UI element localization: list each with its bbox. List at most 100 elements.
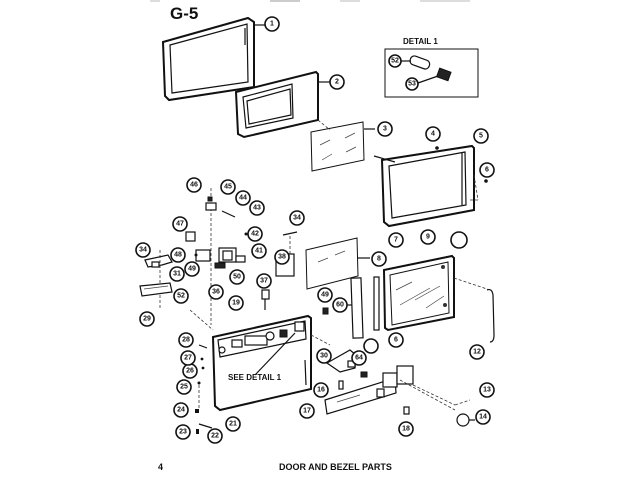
callout-26: 26 <box>182 363 198 379</box>
svg-text:5: 5 <box>479 133 483 140</box>
callout-34b: 34 <box>289 210 305 226</box>
svg-text:36: 36 <box>212 289 220 296</box>
callout-25: 25 <box>176 379 192 395</box>
svg-text:60: 60 <box>336 302 344 309</box>
section-code: G-5 <box>170 4 198 23</box>
part-small-fasteners <box>195 344 213 434</box>
callout-34a: 34 <box>135 242 151 258</box>
svg-text:16: 16 <box>317 387 325 394</box>
page-number: 4 <box>158 462 163 472</box>
svg-text:1: 1 <box>270 21 274 28</box>
svg-text:24: 24 <box>177 407 185 414</box>
callout-6a: 6 <box>479 162 495 178</box>
part-door-handle <box>486 288 495 343</box>
part-control-panel <box>189 309 331 412</box>
callout-18: 18 <box>398 421 414 437</box>
svg-text:53: 53 <box>408 81 416 88</box>
part-small-screw <box>322 307 329 315</box>
callout-64 <box>363 338 379 354</box>
svg-text:64: 64 <box>355 355 363 362</box>
page-caption: DOOR AND BEZEL PARTS <box>279 462 392 472</box>
callout-31: 31 <box>169 266 185 282</box>
callout-14: 14 <box>475 409 491 425</box>
callout-48: 48 <box>170 247 186 263</box>
callout-1: 1 <box>264 16 280 32</box>
callout-43: 43 <box>249 200 265 216</box>
part-glass-panel <box>310 119 375 172</box>
see-detail-label: SEE DETAIL 1 <box>228 373 282 382</box>
part-switch-block <box>139 282 173 297</box>
detail-1-title: DETAIL 1 <box>403 37 438 46</box>
callout-24: 24 <box>173 402 189 418</box>
callout-42: 42 <box>247 226 263 242</box>
svg-text:50: 50 <box>233 274 241 281</box>
svg-text:13: 13 <box>483 387 491 394</box>
callout-detail-53: 53 <box>405 77 419 91</box>
callout-29: 29 <box>139 311 155 327</box>
callout-17: 17 <box>299 403 315 419</box>
callout-5: 5 <box>473 128 489 144</box>
detail-1-box: DETAIL 1 <box>384 37 479 98</box>
part-mounting-box <box>261 231 298 310</box>
callout-12: 12 <box>469 344 485 360</box>
part-door-panel-frame <box>373 144 488 228</box>
svg-text:9: 9 <box>426 234 430 241</box>
callout-23: 23 <box>175 424 191 440</box>
svg-text:45: 45 <box>224 184 232 191</box>
svg-text:25: 25 <box>180 384 188 391</box>
svg-text:29: 29 <box>143 316 151 323</box>
callout-44: 44 <box>235 190 251 206</box>
callout-41: 41 <box>251 243 267 259</box>
part-bottom-bezel <box>324 349 475 427</box>
svg-text:7: 7 <box>394 237 398 244</box>
svg-text:30: 30 <box>320 353 328 360</box>
svg-text:37: 37 <box>260 278 268 285</box>
svg-text:41: 41 <box>255 248 263 255</box>
callout-36: 36 <box>208 284 224 300</box>
callout-47: 47 <box>172 216 188 232</box>
svg-text:28: 28 <box>182 337 190 344</box>
callout-3: 3 <box>377 121 393 137</box>
part-door-frame-inner <box>234 70 330 139</box>
callout-46: 46 <box>186 177 202 193</box>
svg-text:27: 27 <box>184 355 192 362</box>
svg-text:3: 3 <box>383 126 387 133</box>
svg-text:44: 44 <box>239 195 247 202</box>
callout-8: 8 <box>371 251 387 267</box>
svg-text:4: 4 <box>431 131 435 138</box>
callout-27: 27 <box>180 350 196 366</box>
svg-text:52: 52 <box>177 293 185 300</box>
leader-line <box>417 75 439 84</box>
part-bracket <box>144 250 173 310</box>
callout-38: 38 <box>274 249 290 265</box>
svg-text:42: 42 <box>251 231 259 238</box>
callout-50: 50 <box>229 269 245 285</box>
svg-text:12: 12 <box>473 349 481 356</box>
callout-21: 21 <box>225 416 241 432</box>
callout-52: 52 <box>173 288 189 304</box>
svg-text:22: 22 <box>211 433 219 440</box>
svg-text:19: 19 <box>232 300 240 307</box>
part-door-window <box>382 254 491 332</box>
callout-4: 4 <box>425 126 441 142</box>
callout-13: 13 <box>479 382 495 398</box>
callout-9: 9 <box>420 229 436 245</box>
callout-2: 2 <box>329 74 345 90</box>
svg-text:43: 43 <box>253 205 261 212</box>
svg-text:14: 14 <box>479 414 487 421</box>
svg-text:38: 38 <box>278 254 286 261</box>
svg-text:31: 31 <box>173 271 181 278</box>
svg-text:6: 6 <box>485 167 489 174</box>
svg-text:34: 34 <box>139 247 147 254</box>
svg-text:48: 48 <box>174 252 182 259</box>
callout-28: 28 <box>178 332 194 348</box>
callout-49: 49 <box>317 287 333 303</box>
callout-16: 16 <box>313 382 329 398</box>
part-glass-insert <box>305 237 370 290</box>
svg-text:49: 49 <box>188 266 196 273</box>
svg-text:52: 52 <box>391 58 399 65</box>
svg-text:26: 26 <box>186 368 194 375</box>
callout-37: 37 <box>256 273 272 289</box>
svg-text:21: 21 <box>229 421 237 428</box>
